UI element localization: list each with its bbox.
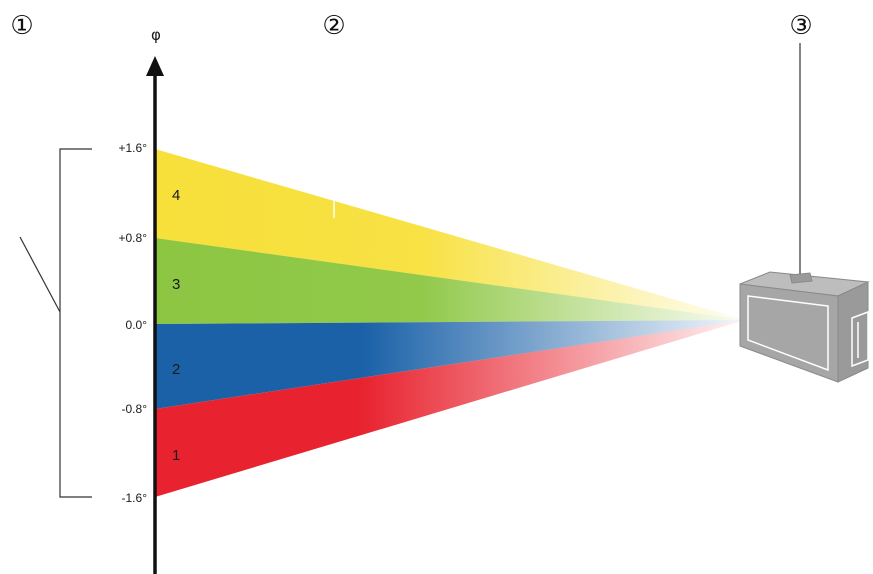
tick-label: +1.6° (119, 141, 148, 155)
tick-label: -1.6° (122, 491, 148, 505)
zone-1-beam (155, 320, 745, 497)
tick-label: -0.8° (122, 402, 148, 416)
callout-1-leader (19, 236, 61, 313)
axis-label: φ (151, 26, 161, 44)
zone-label: 3 (172, 276, 180, 293)
zone-4-beam (155, 149, 745, 320)
callout-1-marker: ① (10, 11, 33, 41)
axis-arrowhead-icon (146, 56, 164, 76)
zone-label: 2 (172, 361, 180, 378)
tick-label: 0.0° (126, 318, 148, 332)
scanner-device-icon (739, 271, 870, 383)
callout-2-marker: ② (322, 11, 345, 41)
zone-3-beam (155, 238, 745, 324)
zone-label: 1 (172, 447, 180, 464)
tick-label: +0.8° (119, 231, 148, 245)
zone-label: 4 (172, 187, 180, 204)
callout-3-marker: ③ (789, 11, 812, 41)
range-bracket (59, 148, 92, 498)
